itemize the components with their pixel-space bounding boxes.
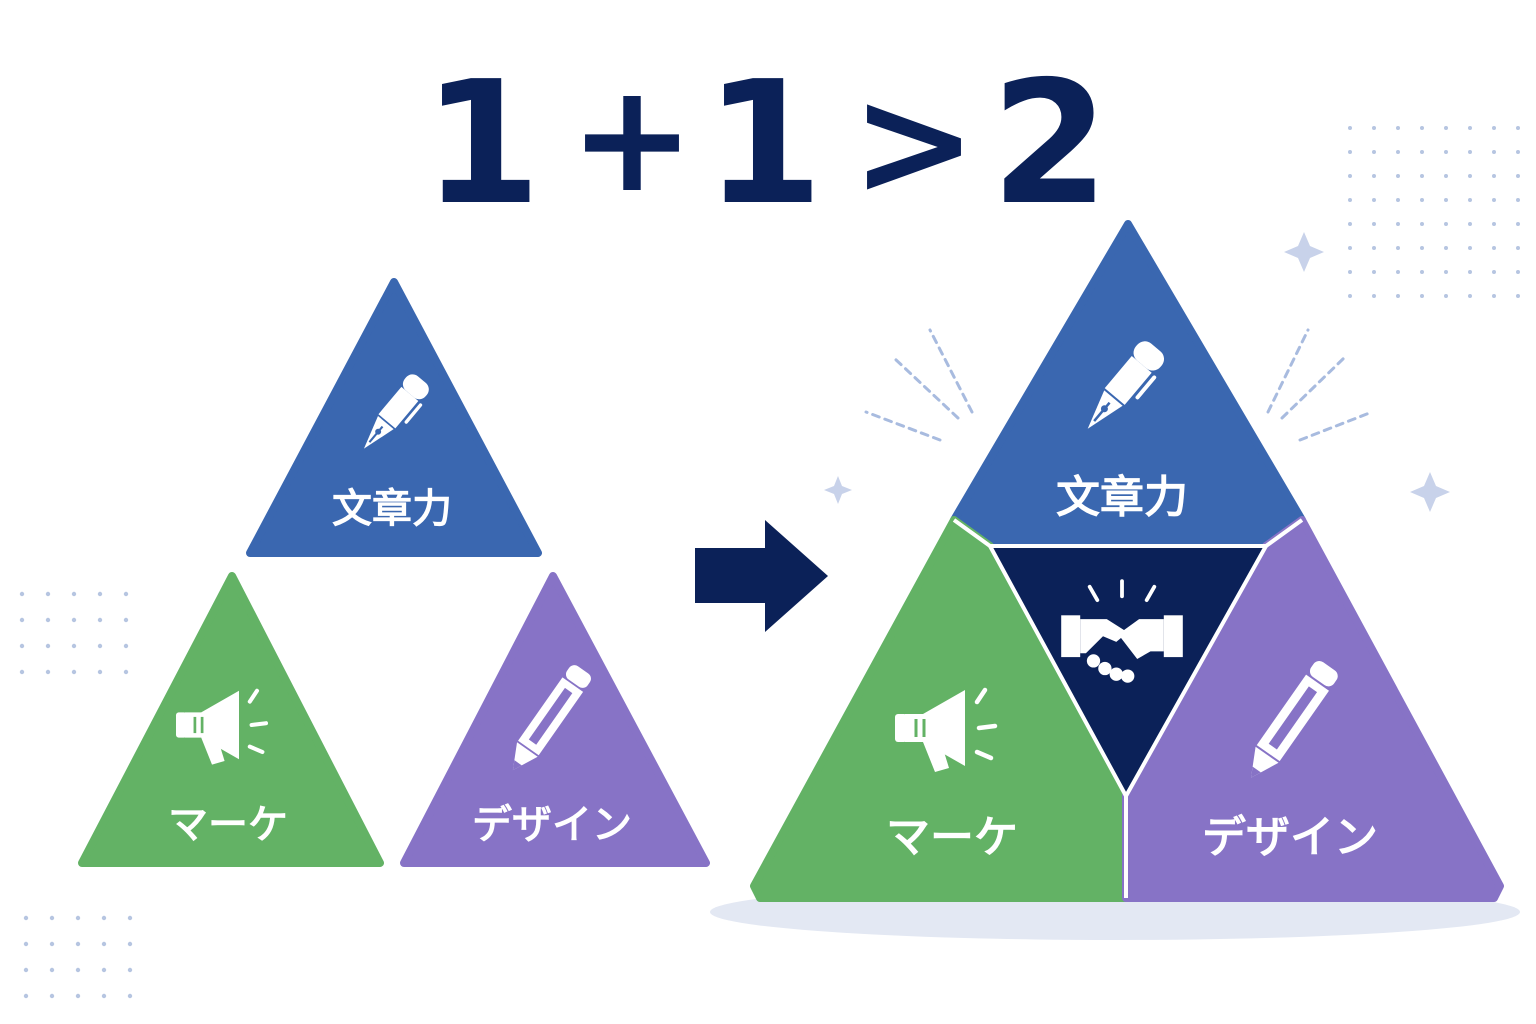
design-label: デザイン: [472, 802, 632, 848]
pyramid-writing-label: 文章力: [1056, 472, 1188, 523]
equation-two: 2: [991, 45, 1109, 243]
pyramid-synergy-section: [990, 546, 1266, 796]
pyramid-writing-section: 文章力: [950, 220, 1306, 550]
marketing-triangle: マーケ: [78, 572, 384, 867]
burst-lines: [864, 328, 1374, 442]
section-dividers: [952, 518, 1304, 898]
separate-skills-group: 文章力 マーケ デザイン: [78, 278, 710, 867]
equation-title: 1 + 1 > 2: [423, 45, 1109, 243]
writing-triangle: 文章力: [246, 278, 542, 557]
writing-label: 文章力: [332, 486, 452, 532]
combined-pyramid: 文章力 マーケ デザイン: [710, 220, 1520, 940]
decorative-dot-grid: [19, 126, 1520, 999]
right-arrow-icon: [695, 520, 828, 632]
pyramid-design-label: デザイン: [1202, 812, 1378, 863]
design-triangle: デザイン: [400, 572, 710, 867]
equation-one-left: 1: [423, 45, 541, 243]
sparkle-decorations: [824, 232, 1450, 512]
marketing-label: マーケ: [168, 802, 288, 848]
equation-greater-than: >: [851, 56, 977, 230]
equation-plus: +: [569, 52, 695, 226]
pyramid-marketing-label: マーケ: [886, 812, 1018, 863]
equation-one-right: 1: [705, 45, 823, 243]
